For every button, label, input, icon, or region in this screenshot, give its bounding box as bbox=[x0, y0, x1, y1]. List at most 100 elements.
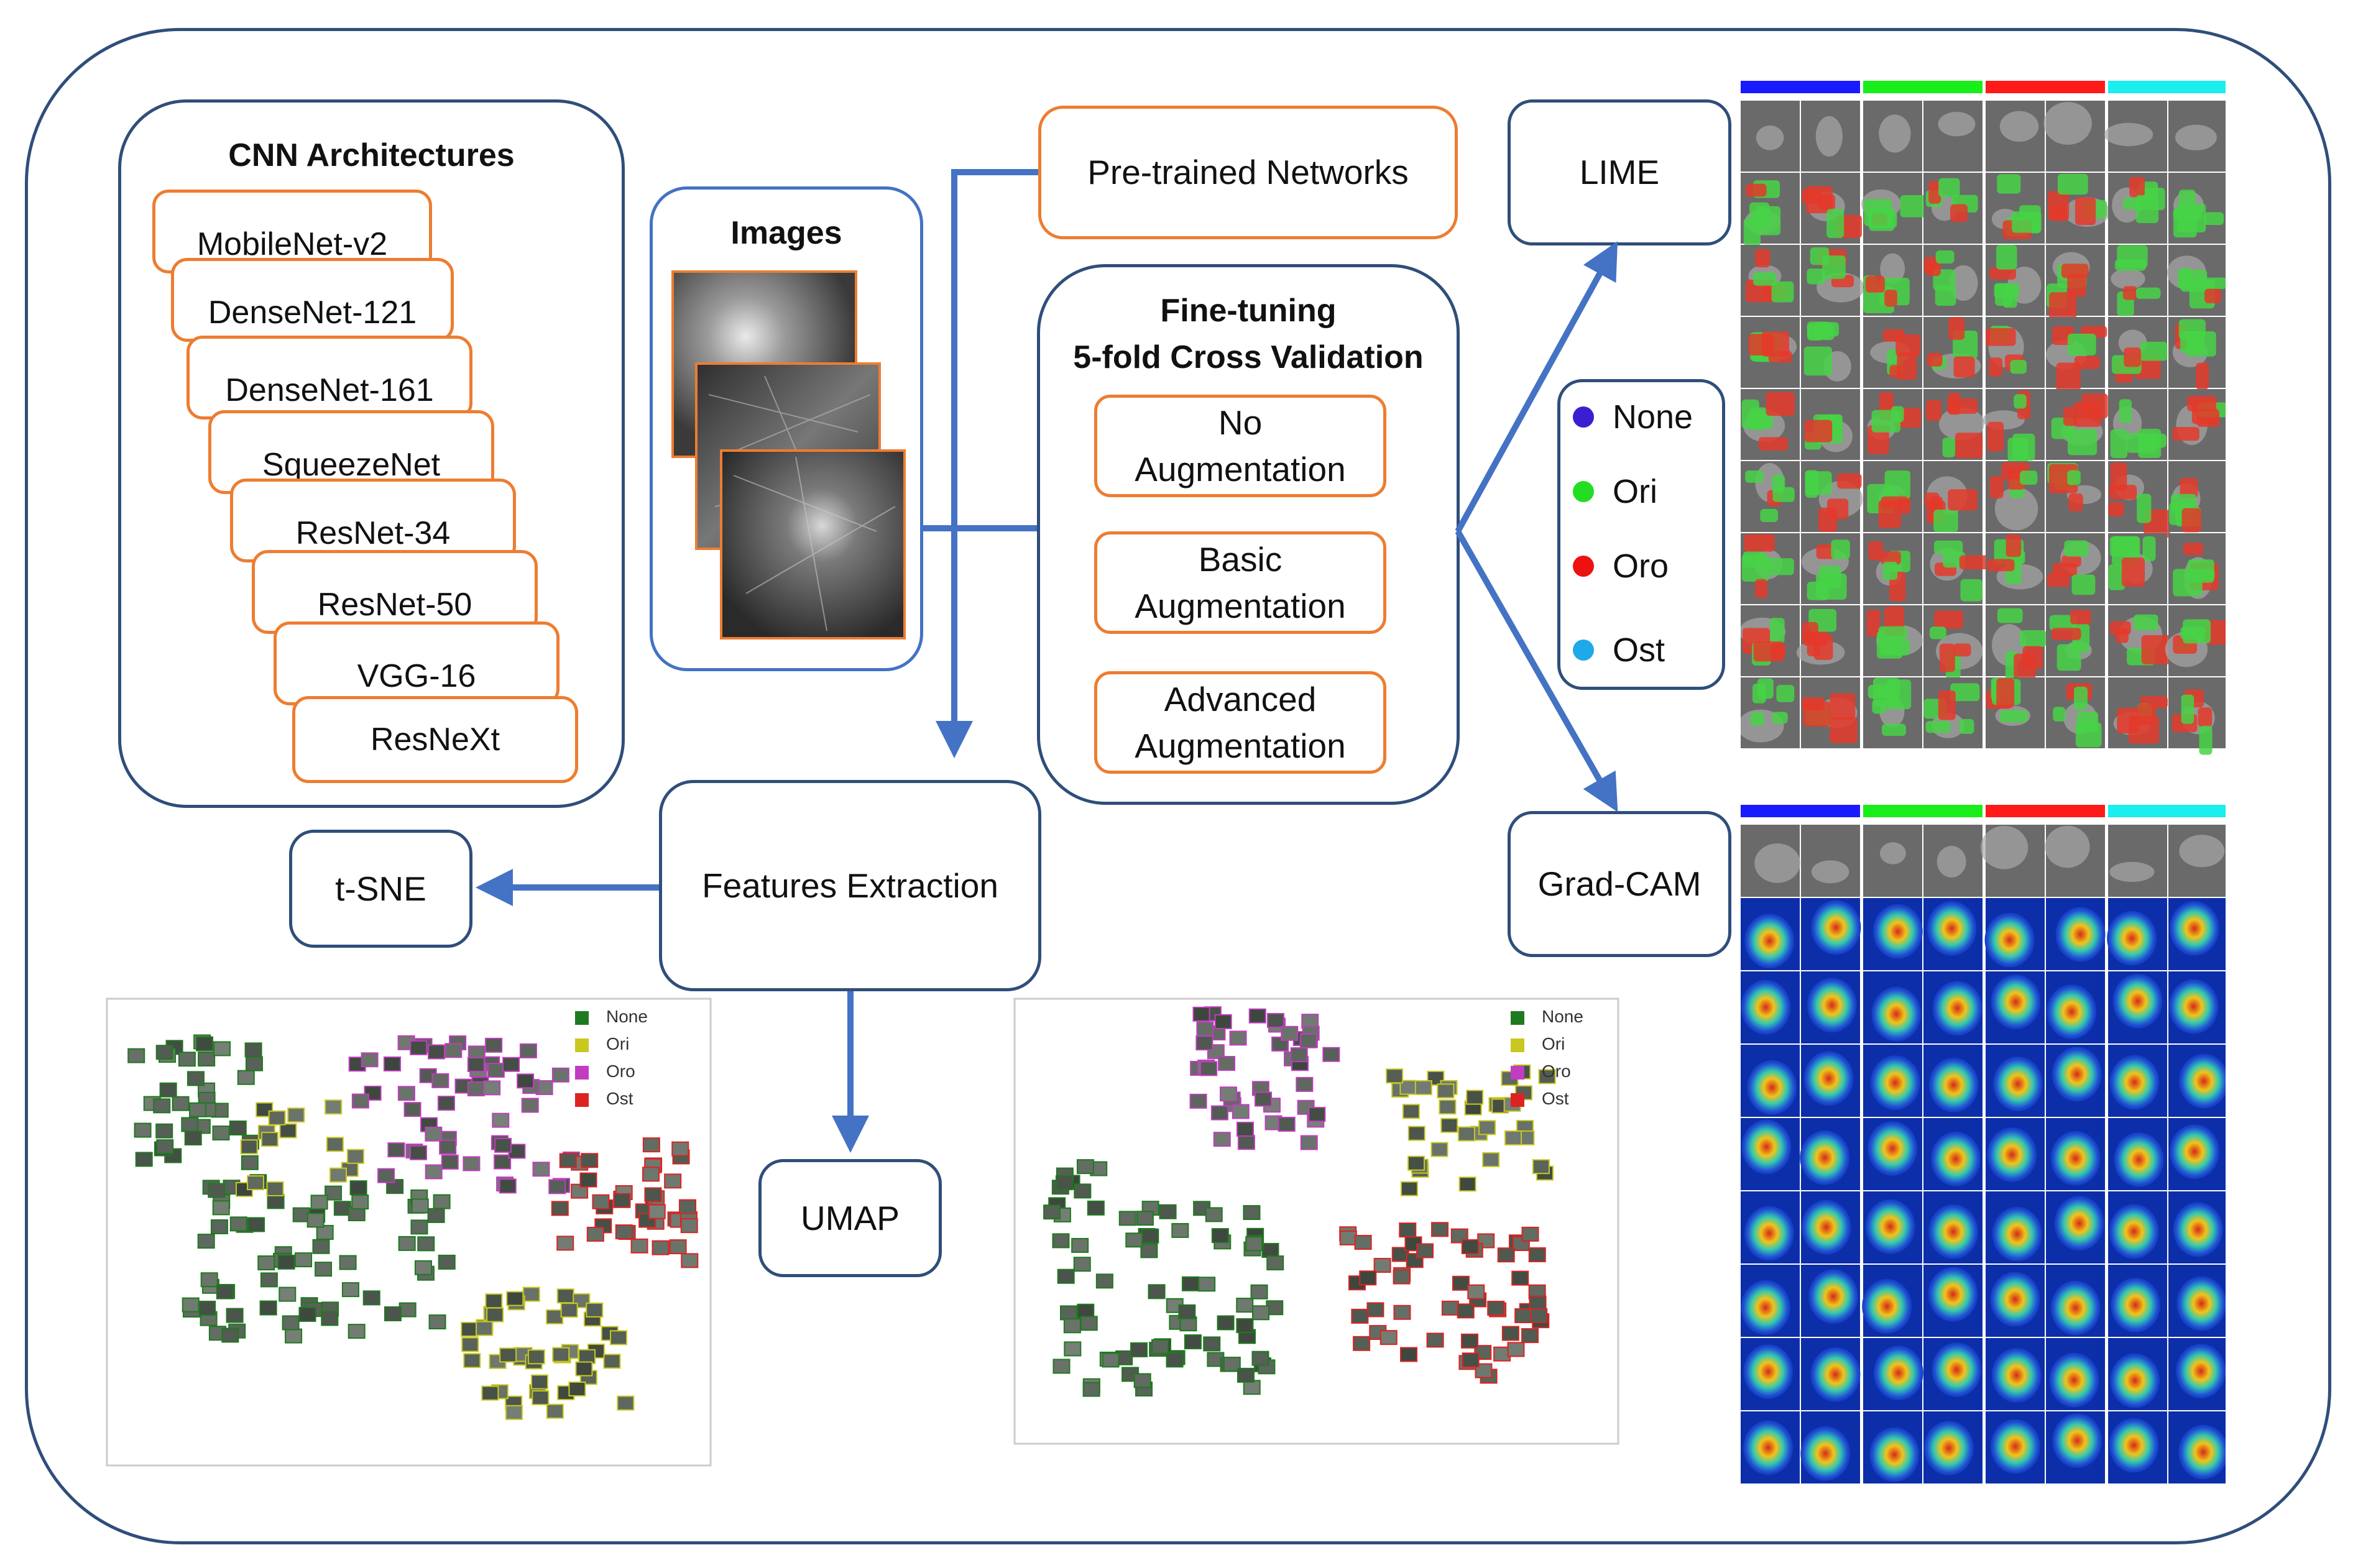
scatter-point bbox=[279, 1123, 297, 1139]
gradcam-cell bbox=[2046, 898, 2106, 970]
scatter-point bbox=[586, 1226, 604, 1242]
scatter-point bbox=[1290, 1047, 1308, 1063]
gradcam-cell bbox=[1986, 1411, 2045, 1483]
scatter-point bbox=[1229, 1030, 1247, 1046]
scatter-point bbox=[578, 1349, 596, 1364]
model-resnet-34: ResNet-34 bbox=[230, 479, 516, 562]
scatter-point bbox=[1200, 1061, 1218, 1076]
gradcam-cell bbox=[2168, 971, 2226, 1043]
scatter-point bbox=[1251, 1350, 1269, 1366]
lime-cell bbox=[1983, 389, 2045, 467]
scatter-point bbox=[329, 1167, 348, 1183]
gradcam-cell bbox=[1862, 1265, 1922, 1337]
scatter-legend-label: Ori bbox=[1542, 1034, 1565, 1053]
scatter-point bbox=[1080, 1316, 1098, 1331]
sample-images bbox=[671, 270, 906, 640]
scatter-point bbox=[229, 1216, 247, 1232]
scatter-point bbox=[127, 1048, 145, 1063]
scatter-point bbox=[428, 1314, 446, 1330]
scatter-point bbox=[433, 1194, 451, 1209]
scatter-legend-label: Oro bbox=[1542, 1061, 1571, 1081]
gradcam-cell bbox=[2045, 825, 2105, 897]
scatter-point bbox=[200, 1272, 218, 1288]
scatter-point bbox=[527, 1349, 545, 1365]
gradcam-cell bbox=[2168, 1191, 2226, 1263]
lime-cell bbox=[2046, 461, 2105, 532]
scatter-point bbox=[652, 1240, 670, 1255]
scatter-point bbox=[1125, 1232, 1143, 1248]
lime-cell bbox=[1741, 101, 1800, 172]
legend-dot-none bbox=[1573, 406, 1594, 428]
scatter-point bbox=[461, 1321, 479, 1337]
scatter-point bbox=[184, 1130, 202, 1146]
scatter-point bbox=[463, 1353, 481, 1369]
lime-cell bbox=[1861, 173, 1929, 244]
gradcam-cell bbox=[1801, 898, 1861, 970]
lime-cell bbox=[2108, 173, 2167, 244]
gradcam-cell bbox=[2046, 1118, 2105, 1190]
scatter-point bbox=[306, 1213, 325, 1228]
scatter-point bbox=[279, 1286, 297, 1302]
scatter-point bbox=[277, 1254, 295, 1270]
scatter-point bbox=[1192, 1006, 1210, 1022]
scatter-point bbox=[1236, 1298, 1254, 1313]
scatter-point bbox=[428, 1044, 446, 1060]
scatter-point bbox=[499, 1347, 517, 1363]
scatter-point bbox=[339, 1255, 357, 1270]
lime-cell bbox=[2168, 461, 2226, 533]
gradcam-cell bbox=[2046, 1265, 2105, 1337]
lime-cell bbox=[2168, 173, 2226, 244]
scatter-point bbox=[546, 1309, 564, 1324]
scatter-point bbox=[257, 1255, 275, 1271]
gradcam-cell bbox=[1801, 1265, 1860, 1337]
scatter-point bbox=[581, 1153, 599, 1168]
scatter-point bbox=[1478, 1120, 1496, 1135]
scatter-legend-swatch bbox=[1511, 1066, 1524, 1080]
gradcam-cell bbox=[1986, 1265, 2045, 1337]
gradcam-cell bbox=[1923, 1265, 1983, 1337]
lime-cell bbox=[1923, 173, 1983, 244]
lime-cell bbox=[1923, 101, 1983, 172]
scatter-point bbox=[247, 1217, 265, 1232]
scatter-point bbox=[487, 1063, 505, 1078]
scatter-point bbox=[1308, 1107, 1326, 1122]
scatter-point bbox=[431, 1073, 449, 1088]
model-resnext: ResNeXt bbox=[292, 696, 578, 783]
advanced-augmentation-line2: Augmentation bbox=[1135, 726, 1346, 765]
no-augmentation-line2: Augmentation bbox=[1135, 449, 1346, 488]
no-augmentation-line1: No bbox=[1218, 403, 1263, 442]
gradcam-cell bbox=[1863, 971, 1922, 1043]
scatter-point bbox=[556, 1288, 574, 1304]
scatter-point bbox=[1250, 1284, 1268, 1300]
lime-cell bbox=[1923, 533, 1991, 604]
scatter-point bbox=[603, 1354, 621, 1369]
scatter-point bbox=[244, 1042, 262, 1058]
scatter-point bbox=[1514, 1308, 1532, 1324]
scatter-point bbox=[1218, 1056, 1236, 1071]
scatter-point bbox=[1063, 1318, 1081, 1334]
gradcam-cell bbox=[1741, 1045, 1800, 1117]
scatter-point bbox=[664, 1173, 682, 1189]
scatter-point bbox=[182, 1297, 200, 1313]
lime-cell bbox=[1741, 461, 1800, 532]
lime-cell bbox=[2046, 533, 2105, 604]
gradcam-cell bbox=[1986, 971, 2045, 1043]
scatter-point bbox=[1082, 1382, 1100, 1397]
model-densenet-121: DenseNet-121 bbox=[171, 258, 454, 342]
scatter-point bbox=[530, 1374, 548, 1390]
lime-cell bbox=[1801, 101, 1860, 172]
scatter-point bbox=[298, 1306, 316, 1322]
scatter-point bbox=[610, 1330, 628, 1346]
lime-explanations-grid bbox=[1741, 81, 2226, 755]
scatter-point bbox=[1133, 1373, 1151, 1388]
gradcam-cell bbox=[1801, 1191, 1860, 1263]
scatter-point bbox=[519, 1043, 537, 1058]
scatter-legend-label: Ori bbox=[606, 1034, 629, 1053]
scatter-point bbox=[1171, 1222, 1189, 1238]
scatter-point bbox=[1184, 1334, 1202, 1350]
scatter-point bbox=[362, 1290, 380, 1306]
outer-frame bbox=[25, 28, 2331, 1544]
scatter-point bbox=[1402, 1104, 1420, 1119]
